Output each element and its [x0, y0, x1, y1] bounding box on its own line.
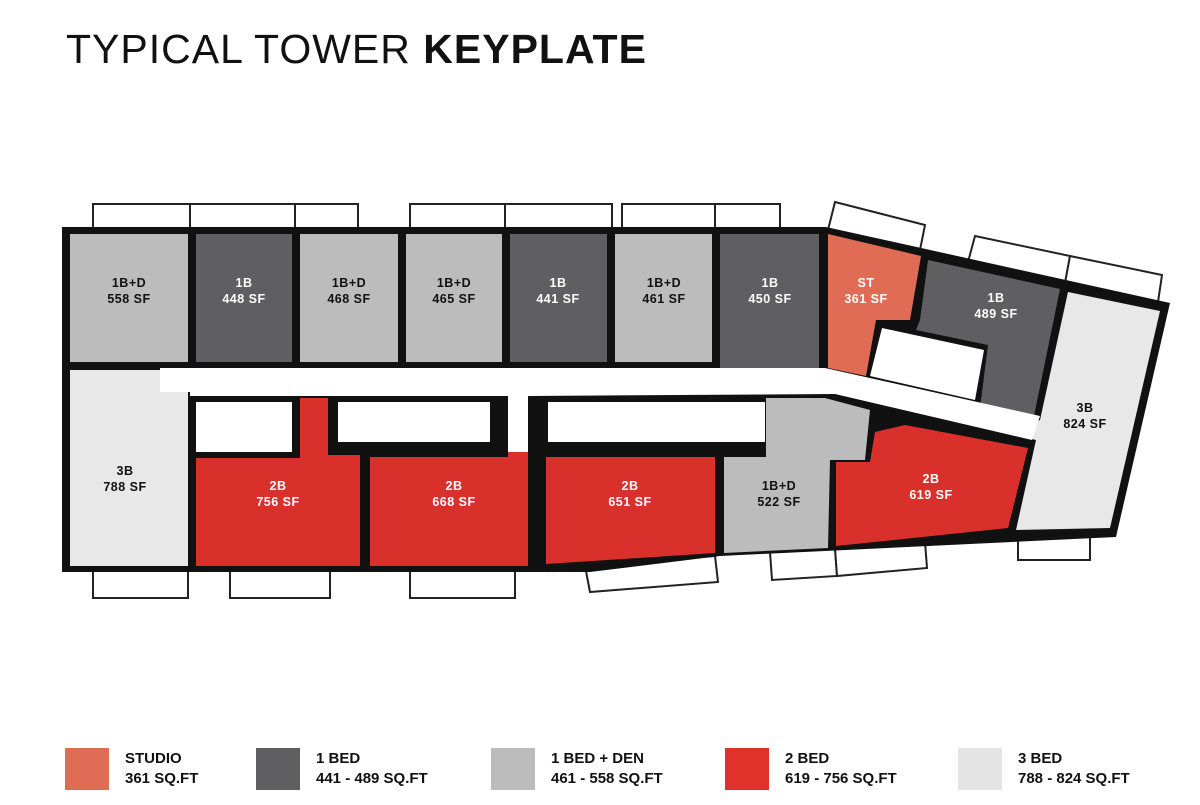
- unit-area: 558 SF: [107, 292, 150, 306]
- balcony: [409, 203, 506, 231]
- legend-name: 2 BED: [785, 750, 830, 767]
- unit-type: 1B: [236, 276, 253, 290]
- unit-2b-651[interactable]: [546, 457, 715, 564]
- balcony: [92, 203, 191, 231]
- balcony: [92, 569, 189, 599]
- unit-studio-361[interactable]: [828, 234, 921, 376]
- unit-1b-448[interactable]: [196, 234, 292, 362]
- balcony: [714, 203, 781, 231]
- unit-type: 1B+D: [437, 276, 471, 290]
- page-title: TYPICAL TOWER KEYPLATE: [66, 26, 647, 73]
- balcony: [504, 203, 613, 231]
- unit-area: 450 SF: [748, 292, 791, 306]
- unit-area: 465 SF: [432, 292, 475, 306]
- unit-type: 1B+D: [762, 479, 796, 493]
- unit-area: 468 SF: [327, 292, 370, 306]
- title-light: TYPICAL TOWER: [66, 26, 424, 72]
- unit-type: 1B: [988, 291, 1005, 305]
- unit-area: 651 SF: [608, 495, 651, 509]
- unit-area: 441 SF: [536, 292, 579, 306]
- unit-type: 1B+D: [332, 276, 366, 290]
- elevators-2: [548, 402, 765, 442]
- legend-range: 788 - 824 SQ.FT: [1018, 770, 1130, 787]
- unit-area: 461 SF: [642, 292, 685, 306]
- unit-type: 2B: [270, 479, 287, 493]
- legend-item-1bed: 1 BED 441 - 489 SQ.FT: [256, 748, 428, 790]
- unit-type: 2B: [446, 479, 463, 493]
- legend-name: 1 BED + DEN: [551, 750, 644, 767]
- elevators-1: [338, 402, 490, 442]
- legend-name: 1 BED: [316, 750, 361, 767]
- legend-swatch: [958, 748, 1002, 790]
- unit-type: 1B: [550, 276, 567, 290]
- legend-name: STUDIO: [125, 750, 182, 767]
- unit-2b-756[interactable]: [196, 398, 360, 566]
- unit-1bd-461[interactable]: [615, 234, 712, 362]
- legend-item-studio: STUDIO 361 SQ.FT: [65, 748, 198, 790]
- balcony: [621, 203, 716, 231]
- stair-west: [196, 402, 292, 452]
- unit-1b-489[interactable]: [916, 260, 1060, 416]
- unit-3b-788[interactable]: [70, 370, 188, 566]
- unit-area: 668 SF: [432, 495, 475, 509]
- legend-name: 3 BED: [1018, 750, 1063, 767]
- legend-item-1bed-den: 1 BED + DEN 461 - 558 SQ.FT: [491, 748, 663, 790]
- legend-item-2bed: 2 BED 619 - 756 SQ.FT: [725, 748, 897, 790]
- corridor: [160, 368, 1040, 452]
- unit-1b-441[interactable]: [510, 234, 607, 362]
- unit-area: 361 SF: [844, 292, 887, 306]
- unit-type: 2B: [923, 472, 940, 486]
- legend-item-3bed: 3 BED 788 - 824 SQ.FT: [958, 748, 1130, 790]
- stair-core: [870, 328, 984, 400]
- unit-area: 619 SF: [909, 488, 952, 502]
- legend-swatch: [256, 748, 300, 790]
- unit-1bd-522[interactable]: [724, 398, 870, 553]
- legend-range: 361 SQ.FT: [125, 770, 199, 787]
- unit-type: 2B: [622, 479, 639, 493]
- balcony: [294, 203, 359, 231]
- unit-1bd-465[interactable]: [406, 234, 502, 362]
- unit-3b-824[interactable]: [1010, 292, 1160, 530]
- legend-range: 619 - 756 SQ.FT: [785, 770, 897, 787]
- unit-type: ST: [858, 276, 875, 290]
- unit-1b-450[interactable]: [720, 234, 819, 368]
- unit-type: 1B+D: [112, 276, 146, 290]
- unit-area: 448 SF: [222, 292, 265, 306]
- unit-1bd-558[interactable]: [70, 234, 188, 362]
- units: [70, 234, 1160, 566]
- unit-area: 489 SF: [974, 307, 1017, 321]
- balconies: [92, 200, 1164, 599]
- unit-2b-619[interactable]: [836, 425, 1028, 546]
- unit-area: 756 SF: [256, 495, 299, 509]
- legend-range: 461 - 558 SQ.FT: [551, 770, 663, 787]
- legend-swatch: [65, 748, 109, 790]
- balcony: [409, 569, 516, 599]
- unit-2b-668[interactable]: [370, 450, 528, 566]
- balcony: [189, 203, 296, 231]
- unit-type: 3B: [1077, 401, 1094, 415]
- balcony: [229, 569, 331, 599]
- unit-area: 824 SF: [1063, 417, 1106, 431]
- unit-type: 1B: [762, 276, 779, 290]
- legend-swatch: [491, 748, 535, 790]
- legend-swatch: [725, 748, 769, 790]
- unit-area: 522 SF: [757, 495, 800, 509]
- unit-type: 1B+D: [647, 276, 681, 290]
- unit-area: 788 SF: [103, 480, 146, 494]
- unit-1bd-468[interactable]: [300, 234, 398, 362]
- unit-labels: 1B+D 558 SF 1B 448 SF 1B+D 468 SF 1B+D 4…: [103, 276, 1106, 509]
- title-bold: KEYPLATE: [423, 26, 647, 72]
- unit-type: 3B: [117, 464, 134, 478]
- legend-range: 441 - 489 SQ.FT: [316, 770, 428, 787]
